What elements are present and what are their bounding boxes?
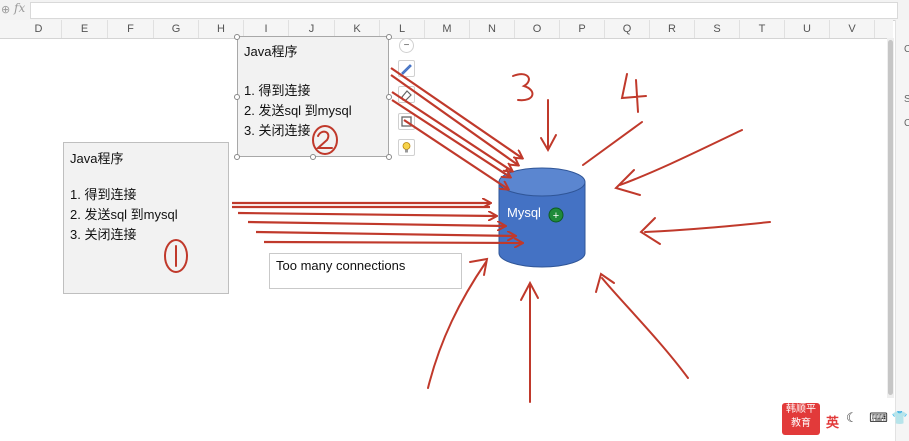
right-panel-glyph[interactable]: C [904, 44, 909, 55]
brand-line-1: 韩顺平 [786, 404, 816, 415]
connection-arrow [263, 242, 522, 243]
ink-arrowhead [595, 272, 615, 293]
ink-arrow-up-right [427, 261, 487, 389]
resize-handle[interactable] [386, 94, 392, 100]
column-header-d[interactable]: D [16, 20, 62, 38]
column-header-g[interactable]: G [154, 20, 199, 38]
column-header-s[interactable]: S [695, 20, 740, 38]
zoom-magnifier-icon[interactable]: ⊕ [1, 4, 11, 16]
circled-number-2-ring [312, 125, 338, 155]
ink-arrow-left [619, 129, 743, 186]
column-header-t[interactable]: T [740, 20, 785, 38]
ink-arrowhead [614, 169, 641, 196]
right-side-panel [895, 20, 909, 441]
too-many-connections-box[interactable]: Too many connections [269, 253, 462, 289]
shirt-icon[interactable]: 👕 [891, 410, 908, 425]
handwritten-numbers [164, 73, 647, 273]
column-header-k[interactable]: K [335, 20, 380, 38]
connection-arrow [403, 119, 508, 189]
ink-arrowhead [469, 257, 489, 276]
connection-arrow [390, 74, 518, 165]
column-header-r[interactable]: R [650, 20, 695, 38]
connection-arrows-group-2 [390, 67, 522, 189]
keyboard-icon[interactable]: ⌨ [869, 410, 889, 425]
pen-icon[interactable] [398, 60, 415, 77]
column-header-f[interactable]: F [108, 20, 154, 38]
textbox-step-3: 3. 关闭连接 [244, 123, 311, 138]
right-panel-glyph[interactable]: S [904, 94, 909, 105]
resize-handle[interactable] [234, 94, 240, 100]
connection-arrow [237, 213, 496, 216]
fx-label: fx [14, 1, 26, 15]
circled-number-2-stroke [315, 130, 333, 149]
ime-mode-label[interactable]: 英 [826, 415, 840, 430]
formula-bar: ⊕ fx [0, 0, 909, 21]
ink-arrowhead [540, 134, 557, 153]
connection-arrow [247, 222, 505, 226]
resize-handle[interactable] [234, 154, 240, 160]
column-header-n[interactable]: N [470, 20, 515, 38]
column-header-u[interactable]: U [785, 20, 830, 38]
column-header-i[interactable]: I [244, 20, 289, 38]
handwritten-number-4 [620, 73, 647, 113]
column-header-e[interactable]: E [62, 20, 108, 38]
resize-handle[interactable] [310, 154, 316, 160]
textbox-step-2: 2. 发送sql 到mysql [244, 103, 352, 118]
textbox-step-1: 1. 得到连接 [70, 187, 137, 202]
handwritten-number-3 [512, 73, 534, 102]
column-header-j[interactable]: J [289, 20, 335, 38]
resize-handle[interactable] [234, 34, 240, 40]
ink-arrowhead [639, 217, 661, 245]
minus-icon[interactable]: − [399, 38, 414, 53]
column-header-m[interactable]: M [425, 20, 470, 38]
ink-arrowhead [520, 280, 539, 301]
mysql-label: Mysql [507, 205, 541, 220]
textbox-title: Java程序 [244, 44, 298, 59]
brand-badge: 韩顺平 教育 [782, 403, 820, 435]
textbox-title: Java程序 [70, 151, 124, 166]
resize-handle[interactable] [386, 34, 392, 40]
column-header-h[interactable]: H [199, 20, 244, 38]
message-text: Too many connections [276, 258, 406, 273]
handwritten-arrows [427, 99, 771, 403]
column-header-q[interactable]: Q [605, 20, 650, 38]
ink-arrow-left [644, 221, 771, 233]
column-header-o[interactable]: O [515, 20, 560, 38]
textbox-step-3: 3. 关闭连接 [70, 227, 137, 242]
resize-handle[interactable] [386, 154, 392, 160]
vertical-scrollbar-thumb[interactable] [888, 40, 893, 395]
column-header: D E F G H I J K L M N O P Q R S T U V [0, 20, 893, 39]
formula-input[interactable] [30, 2, 898, 19]
connection-arrows-group-1 [232, 203, 522, 243]
brand-line-2: 教育 [791, 418, 811, 429]
ime-icons: ☾ ⌨ 👕 [846, 410, 908, 426]
connection-arrow [255, 232, 515, 236]
circled-number-1-ring [164, 239, 188, 273]
column-header-v[interactable]: V [830, 20, 875, 38]
ink-line [582, 121, 643, 166]
plus-badge-icon[interactable] [548, 207, 564, 223]
connection-arrow [390, 67, 522, 158]
textbox-step-1: 1. 得到连接 [244, 83, 311, 98]
column-header-l[interactable]: L [380, 20, 425, 38]
right-panel-glyph[interactable]: C [904, 118, 909, 129]
plus-badge-label: + [553, 210, 559, 222]
connection-arrow [391, 99, 510, 177]
column-header-p[interactable]: P [560, 20, 605, 38]
ink-arrow-up-left [601, 277, 689, 379]
connection-arrow [391, 91, 512, 171]
textbox-step-2: 2. 发送sql 到mysql [70, 207, 178, 222]
bulb-icon[interactable] [398, 139, 415, 156]
moon-icon[interactable]: ☾ [846, 410, 858, 425]
textbox-java-program-1[interactable]: Java程序 1. 得到连接 2. 发送sql 到mysql 3. 关闭连接 [63, 142, 229, 294]
